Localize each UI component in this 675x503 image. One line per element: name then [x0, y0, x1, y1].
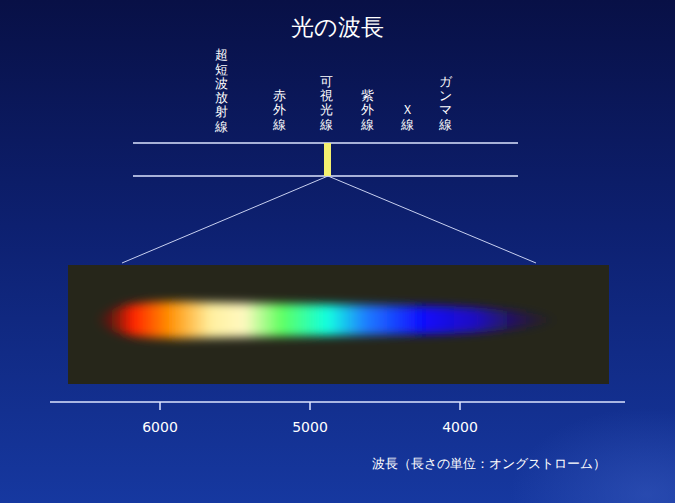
tick-label: 5000	[292, 419, 328, 435]
tick-label: 6000	[142, 419, 178, 435]
tick-label: 4000	[442, 419, 478, 435]
band-label: ガンマ線	[439, 75, 452, 132]
diagram-title: 光の波長	[291, 12, 384, 43]
band-label: 超短波放射線	[215, 48, 228, 134]
band-label: 紫外線	[361, 89, 374, 132]
axis-title: 波長（長さの単位：オングストローム）	[372, 456, 606, 473]
band-label: 赤外線	[273, 89, 286, 132]
band-label: 可視光線	[320, 75, 333, 132]
band-label: Ｘ線	[401, 103, 414, 132]
